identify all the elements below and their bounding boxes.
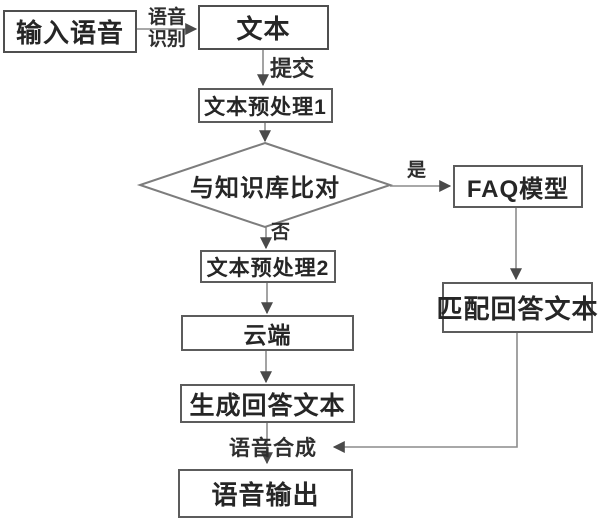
- node-faq-model: FAQ模型: [453, 165, 583, 208]
- edge-label-speech-synthesis: 语音合成: [229, 437, 317, 460]
- node-preprocess-1: 文本预处理1: [198, 88, 333, 123]
- connector-match-to-synthesis: [332, 333, 518, 453]
- edge-label-speech-recognition: 语音识别: [147, 7, 186, 50]
- edge-label-no: 否: [271, 222, 291, 243]
- node-generate-answer: 生成回答文本: [180, 384, 355, 423]
- node-input-voice: 输入语音: [3, 10, 137, 53]
- node-decision-label: 与知识库比对: [190, 174, 340, 202]
- node-decision-diamond: [136, 141, 394, 229]
- node-text: 文本: [198, 5, 329, 50]
- node-preprocess-2: 文本预处理2: [200, 250, 336, 283]
- node-voice-output: 语音输出: [178, 469, 353, 518]
- node-cloud: 云端: [181, 315, 354, 351]
- edge-label-submit: 提交: [270, 56, 315, 81]
- edge-label-yes: 是: [407, 160, 427, 181]
- node-match-answer: 匹配回答文本: [437, 282, 598, 333]
